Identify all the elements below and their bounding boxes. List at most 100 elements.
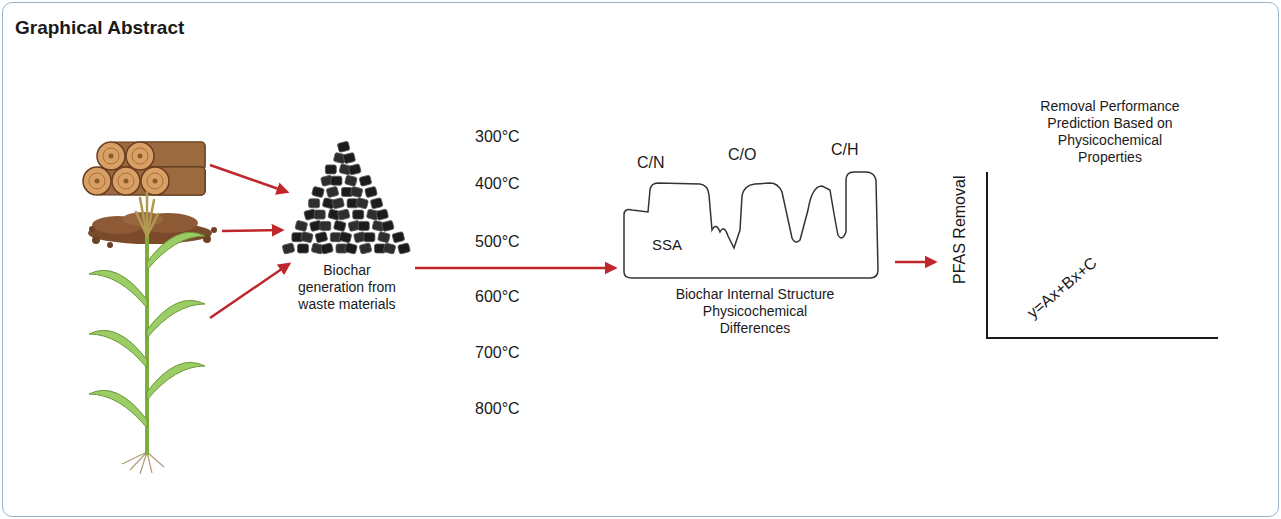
char-piece	[295, 220, 308, 231]
corn-leaf	[147, 362, 205, 400]
log-end	[112, 167, 140, 195]
char-piece	[376, 209, 389, 220]
char-piece	[353, 210, 364, 219]
temperature-label: 600°C	[475, 287, 520, 306]
log-ring	[89, 173, 105, 189]
log-body	[126, 167, 205, 195]
log-core	[153, 179, 158, 184]
stalk	[145, 232, 149, 455]
char-piece	[348, 164, 361, 175]
temperature-label: 700°C	[475, 343, 520, 362]
char-piece	[326, 186, 339, 197]
char-piece	[292, 233, 303, 242]
corn-leaf	[89, 390, 147, 428]
char-piece	[300, 232, 313, 243]
biochar-caption: Biochar generation from waste materials	[290, 262, 405, 313]
char-piece	[332, 198, 345, 209]
log-core	[95, 179, 100, 184]
soil-clump	[123, 212, 163, 226]
char-piece	[298, 244, 309, 253]
log-ring	[132, 148, 148, 164]
ratio-label: C/O	[728, 145, 756, 165]
process-arrow	[895, 261, 935, 264]
tassel	[136, 212, 147, 236]
char-piece	[282, 243, 295, 254]
tassel	[146, 192, 149, 236]
log-core	[124, 179, 129, 184]
soil-crumb	[211, 227, 217, 233]
soil-crumb	[92, 236, 100, 244]
structure-outline	[624, 172, 878, 278]
char-piece	[358, 221, 369, 230]
soil-crumb	[203, 235, 211, 243]
char-piece	[330, 233, 341, 242]
temperature-label: 400°C	[475, 174, 520, 193]
char-piece	[325, 165, 336, 174]
soil-crumb	[107, 242, 113, 248]
structure-caption: Biochar Internal Structure Physicochemic…	[670, 286, 840, 337]
corn-leaf	[89, 330, 147, 368]
char-piece	[314, 210, 325, 219]
char-piece	[315, 232, 328, 243]
char-piece	[337, 141, 350, 152]
log-body	[111, 142, 205, 170]
char-piece	[350, 186, 363, 197]
log-end	[126, 142, 154, 170]
log-end	[83, 167, 111, 195]
soil-clump	[92, 216, 144, 234]
chart-node: Removal Performance Prediction Based on …	[935, 95, 1225, 345]
soil-pile	[88, 212, 217, 248]
char-piece	[356, 198, 369, 209]
char-piece	[364, 233, 375, 242]
char-piece	[339, 164, 352, 175]
feed-arrow	[222, 230, 282, 231]
char-piece	[345, 175, 358, 186]
soil-clump	[138, 213, 198, 233]
log-body	[140, 142, 205, 170]
tassel	[147, 214, 158, 236]
char-piece	[309, 220, 322, 231]
ssa-label: SSA	[652, 236, 682, 254]
log-end	[141, 167, 169, 195]
char-piece	[375, 244, 386, 253]
root	[130, 452, 147, 470]
char-piece	[328, 209, 341, 220]
char-piece	[336, 244, 347, 253]
log-ring	[118, 173, 134, 189]
char-piece	[347, 199, 358, 208]
root	[140, 452, 147, 474]
char-piece	[365, 186, 378, 197]
char-piece	[372, 220, 385, 231]
temperature-label: 500°C	[475, 232, 520, 251]
tassel	[147, 200, 154, 236]
log-ring	[147, 173, 163, 189]
feed-arrow	[210, 264, 289, 318]
soil-crumb	[89, 226, 95, 232]
char-piece	[383, 243, 396, 254]
equation-label: y=Ax+Bx+C	[1014, 245, 1111, 331]
char-piece	[321, 243, 334, 254]
char-piece	[370, 198, 383, 209]
structure-node: C/N C/O C/H SSA Biochar Internal Structure P…	[615, 133, 895, 340]
char-piece	[392, 232, 405, 243]
chart-title: Removal Performance Prediction Based on …	[1035, 98, 1185, 166]
char-piece	[337, 209, 350, 220]
char-piece	[343, 152, 356, 163]
char-piece	[345, 243, 358, 254]
soil-clump	[88, 222, 212, 244]
char-piece	[304, 209, 317, 220]
ratio-label: C/N	[637, 153, 665, 173]
log-body	[155, 167, 205, 195]
corn-leaf	[147, 232, 205, 270]
root	[122, 452, 147, 464]
char-piece	[348, 220, 361, 231]
char-piece	[377, 232, 390, 243]
char-piece	[353, 232, 366, 243]
char-piece	[342, 188, 353, 197]
ratio-label: C/H	[831, 140, 859, 160]
log-end	[97, 142, 125, 170]
char-piece	[398, 243, 411, 254]
char-piece	[381, 220, 394, 231]
char-piece	[322, 198, 335, 209]
